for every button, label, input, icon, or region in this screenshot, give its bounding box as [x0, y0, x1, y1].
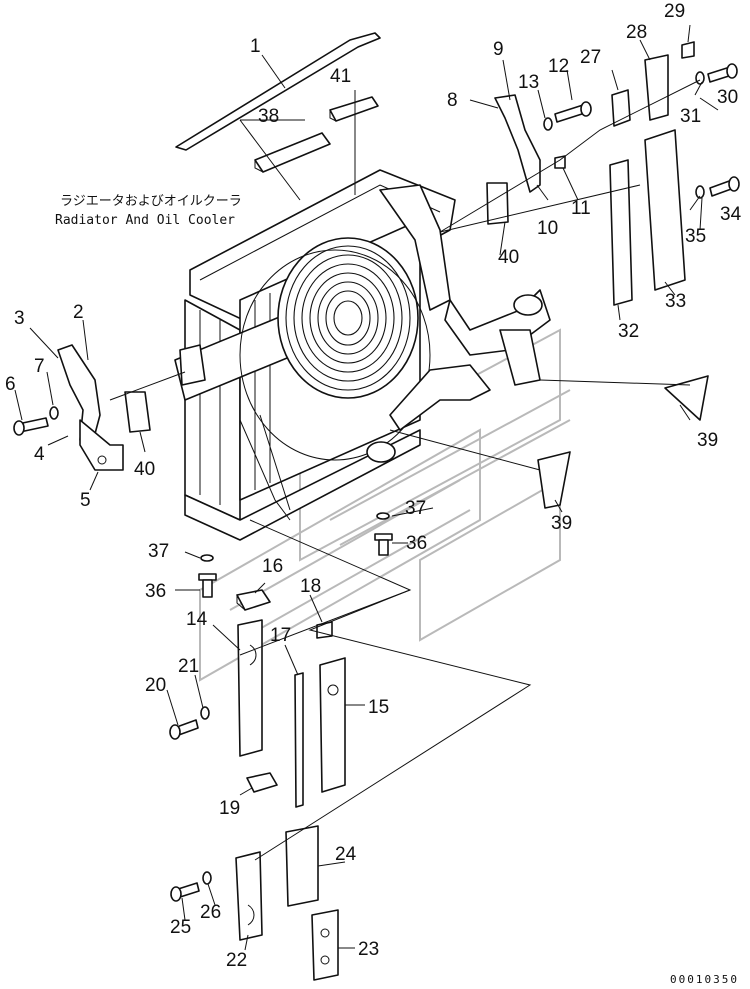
callout-30: 30 [717, 87, 738, 108]
part-38-block [254, 132, 331, 173]
callout-9: 9 [493, 39, 504, 60]
part-2-bracket [57, 344, 101, 446]
part-17-strip [294, 672, 304, 808]
callout-40-right: 40 [498, 247, 519, 268]
callout-7: 7 [34, 356, 45, 377]
part-37-washer-right [376, 512, 390, 520]
part-7-washer [49, 406, 59, 420]
callout-3: 3 [14, 308, 25, 329]
callout-29: 29 [664, 1, 685, 22]
callout-13: 13 [518, 72, 539, 93]
part-34-bolt [709, 176, 740, 197]
callout-23: 23 [358, 939, 379, 960]
part-8-bracket [494, 94, 541, 193]
figure-code: 00010350 [670, 973, 739, 986]
caption-japanese: ラジエータおよびオイルクーラ [60, 194, 242, 209]
callout-34: 34 [720, 204, 742, 225]
caption-english: Radiator And Oil Cooler [55, 213, 235, 228]
part-39-wedge-upper [664, 375, 709, 421]
part-33-seal [644, 129, 686, 291]
callout-labels: 1 2 3 4 5 6 7 8 9 10 11 12 13 14 15 16 1… [5, 1, 742, 971]
callout-41: 41 [330, 66, 351, 87]
callout-31: 31 [680, 106, 701, 127]
part-35-washer [695, 185, 705, 199]
callout-27: 27 [580, 47, 601, 68]
part-27-plate [611, 89, 631, 127]
callout-22: 22 [226, 950, 247, 971]
callout-16: 16 [262, 556, 283, 577]
callout-6: 6 [5, 374, 16, 395]
part-30-bolt [707, 63, 738, 83]
callout-4: 4 [34, 444, 45, 465]
part-23-seal [311, 909, 339, 981]
callout-15: 15 [368, 697, 389, 718]
part-40-block-left [124, 391, 151, 433]
callout-33: 33 [665, 291, 686, 312]
part-29-plate [681, 41, 695, 59]
part-36-bolt-right [374, 533, 393, 556]
callout-21: 21 [178, 656, 199, 677]
part-31-washer [695, 71, 705, 85]
part-13-washer [543, 117, 553, 131]
callout-17: 17 [270, 625, 291, 646]
callout-1: 1 [250, 36, 261, 57]
part-36-bolt-left [198, 573, 217, 598]
part-24-seal [285, 825, 319, 907]
callout-40-left: 40 [134, 459, 155, 480]
fan-shroud [239, 237, 431, 461]
callout-8: 8 [447, 90, 458, 111]
watermark-logo [199, 328, 571, 682]
callout-35: 35 [685, 226, 706, 247]
hoses [179, 184, 551, 463]
callout-11: 11 [571, 198, 591, 219]
callout-20: 20 [145, 675, 166, 696]
callout-18: 18 [300, 576, 321, 597]
callout-24: 24 [335, 844, 357, 865]
callout-25: 25 [170, 917, 191, 938]
part-1-rod [175, 32, 381, 151]
part-6-bolt [13, 417, 49, 436]
part-40-block-right [486, 182, 509, 225]
leader-lines [14, 24, 719, 951]
part-16-block [236, 589, 271, 611]
callout-32: 32 [618, 321, 639, 342]
callout-19: 19 [219, 798, 240, 819]
callout-28: 28 [626, 22, 647, 43]
part-26-washer [202, 871, 212, 885]
callout-37-left: 37 [148, 541, 169, 562]
part-32-plate [609, 159, 633, 306]
part-21-washer [200, 706, 210, 720]
callout-38: 38 [258, 106, 279, 127]
callout-36-right: 36 [406, 533, 427, 554]
callout-12: 12 [548, 56, 569, 77]
part-41-block [329, 96, 379, 122]
part-25-bolt [170, 882, 200, 902]
callout-36-left: 36 [145, 581, 166, 602]
part-14-plate [237, 619, 263, 757]
callout-26: 26 [200, 902, 221, 923]
part-37-washer-left [200, 554, 214, 562]
part-15-seal [319, 657, 346, 793]
callout-10: 10 [537, 218, 558, 239]
callout-2: 2 [73, 302, 84, 323]
part-39-wedge-lower [537, 451, 571, 509]
part-28-seal [644, 54, 669, 121]
part-12-bolt [554, 101, 592, 123]
part-5-block [79, 419, 124, 471]
part-22-plate [235, 851, 263, 941]
part-19-block [246, 772, 278, 793]
part-20-bolt [169, 719, 199, 740]
callout-39-lower: 39 [551, 513, 572, 534]
callout-14: 14 [186, 609, 208, 630]
callout-5: 5 [80, 490, 91, 511]
callout-39-upper: 39 [697, 430, 718, 451]
part-11-block [554, 155, 566, 169]
callout-37-right: 37 [405, 498, 426, 519]
